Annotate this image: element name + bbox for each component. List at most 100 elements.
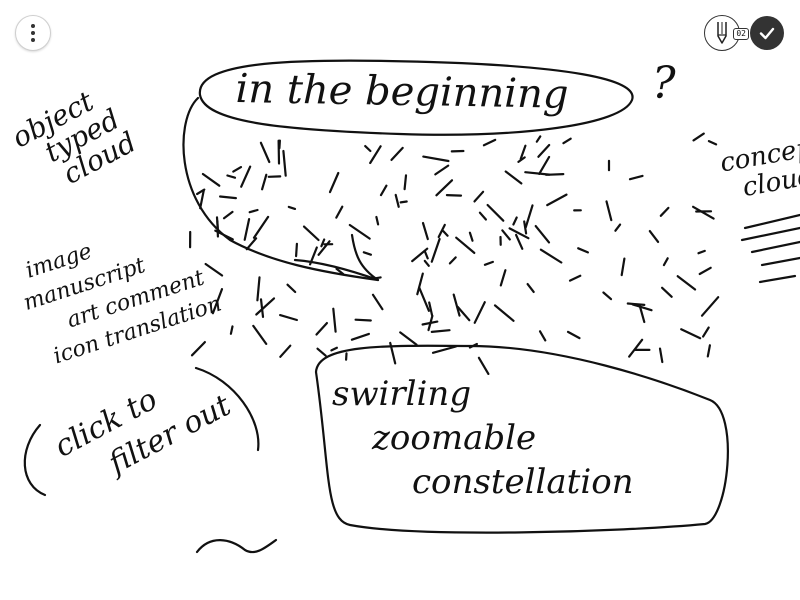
constellation-dash <box>261 173 268 191</box>
constellation-dash <box>514 233 524 250</box>
constellation-dash <box>602 291 613 301</box>
constellation-dash <box>434 164 450 176</box>
constellation-dash <box>416 272 424 296</box>
constellation-dash <box>468 231 474 242</box>
click-paren-left-stroke <box>23 423 47 497</box>
constellation-dash <box>707 140 718 146</box>
constellation-dash <box>348 223 371 240</box>
constellation-dash <box>504 170 523 185</box>
constellation-dash <box>546 193 568 207</box>
pen-tool-button[interactable]: 02 <box>704 15 749 51</box>
constellation-dash <box>371 293 384 311</box>
concept-hatch-1 <box>743 213 800 230</box>
constellation-dash <box>255 297 276 316</box>
constellation-dash <box>605 200 613 222</box>
constellation-dash <box>389 341 397 365</box>
constellation-dash <box>519 144 527 161</box>
constellation-dash <box>427 314 434 332</box>
constellation-dash <box>330 346 338 352</box>
click-paren-right-stroke <box>194 366 260 452</box>
arrow-loop-stroke <box>182 96 380 282</box>
constellation-dash <box>369 145 382 165</box>
constellation-dash <box>706 344 712 358</box>
constellation-dash <box>455 236 476 254</box>
constellation-dash <box>362 251 372 256</box>
constellation-dash <box>399 331 418 346</box>
constellation-dash <box>332 307 337 333</box>
constellation-dash <box>537 143 551 158</box>
constellation-dash <box>315 322 328 336</box>
constellation-dash <box>478 211 487 221</box>
constellation-dash <box>691 205 715 220</box>
done-button[interactable] <box>750 16 784 50</box>
constellation-dash <box>428 301 434 317</box>
constellation-dash <box>199 189 205 210</box>
constellation-dash <box>658 347 664 364</box>
constellation-dash <box>473 301 486 324</box>
constellation-dash <box>219 195 237 200</box>
constellation-dash <box>399 200 408 204</box>
constellation-dash <box>437 223 446 239</box>
constellation-dash <box>628 338 644 358</box>
constellation-dash <box>517 156 526 163</box>
constellation-dash <box>626 302 646 306</box>
constellation-dash <box>526 283 535 293</box>
note-in-the-beginning: in the beginning <box>235 66 569 118</box>
constellation-dash <box>350 332 370 341</box>
constellation-dash <box>256 276 261 302</box>
constellation-dash <box>483 260 494 266</box>
constellation-dash <box>422 155 450 163</box>
constellation-dash <box>328 171 340 194</box>
more-vertical-icon-dot-1 <box>31 24 35 28</box>
constellation-dash <box>226 174 237 179</box>
constellation-dash <box>379 184 388 197</box>
constellation-dash <box>524 171 551 176</box>
constellation-dash <box>248 208 259 214</box>
constellation-dash <box>430 329 451 333</box>
constellation-dash <box>411 247 429 263</box>
constellation-dash <box>577 247 590 254</box>
note-zoomable-line: zoomable <box>372 418 537 458</box>
constellation-dash <box>638 304 646 324</box>
constellation-dash <box>279 314 298 322</box>
constellation-dash <box>493 304 515 322</box>
constellation-dash <box>302 225 320 242</box>
constellation-dash <box>524 204 534 229</box>
more-vertical-icon-dot-2 <box>31 31 35 35</box>
constellation-dash <box>309 246 318 266</box>
constellation-dash <box>364 145 372 153</box>
constellation-dash <box>701 326 710 338</box>
constellation-dash <box>394 193 400 208</box>
constellation-dash <box>452 293 461 317</box>
constellation-dash <box>659 206 670 217</box>
constellation-dash <box>335 267 345 276</box>
arrowhead-stroke <box>293 233 380 282</box>
constellation-dash <box>568 274 582 282</box>
constellation-dash <box>295 242 298 258</box>
constellation-dash <box>680 328 702 340</box>
check-icon <box>759 27 775 40</box>
constellation-dash <box>662 257 669 267</box>
note-constellation-line: constellation <box>412 462 634 502</box>
constellation-dash <box>279 344 292 358</box>
constellation-dash <box>508 227 530 240</box>
constellation-dash <box>698 266 712 276</box>
more-vertical-icon-dot-3 <box>31 38 35 42</box>
constellation-dash <box>196 188 206 196</box>
constellation-dash <box>421 221 429 241</box>
constellation-dash <box>252 324 268 345</box>
constellation-dash <box>390 146 404 161</box>
constellation-dash <box>562 137 572 145</box>
beginning-oval-stroke <box>198 59 634 136</box>
more-options-button[interactable] <box>15 15 51 51</box>
constellation-dash <box>648 230 660 243</box>
constellation-dash <box>282 149 287 177</box>
constellation-dash <box>354 318 372 322</box>
constellation-dash <box>473 190 485 203</box>
constellation-dash <box>512 216 518 226</box>
constellation-dash <box>286 283 297 294</box>
constellation-dash <box>620 257 626 277</box>
constellation-dash <box>403 174 408 191</box>
